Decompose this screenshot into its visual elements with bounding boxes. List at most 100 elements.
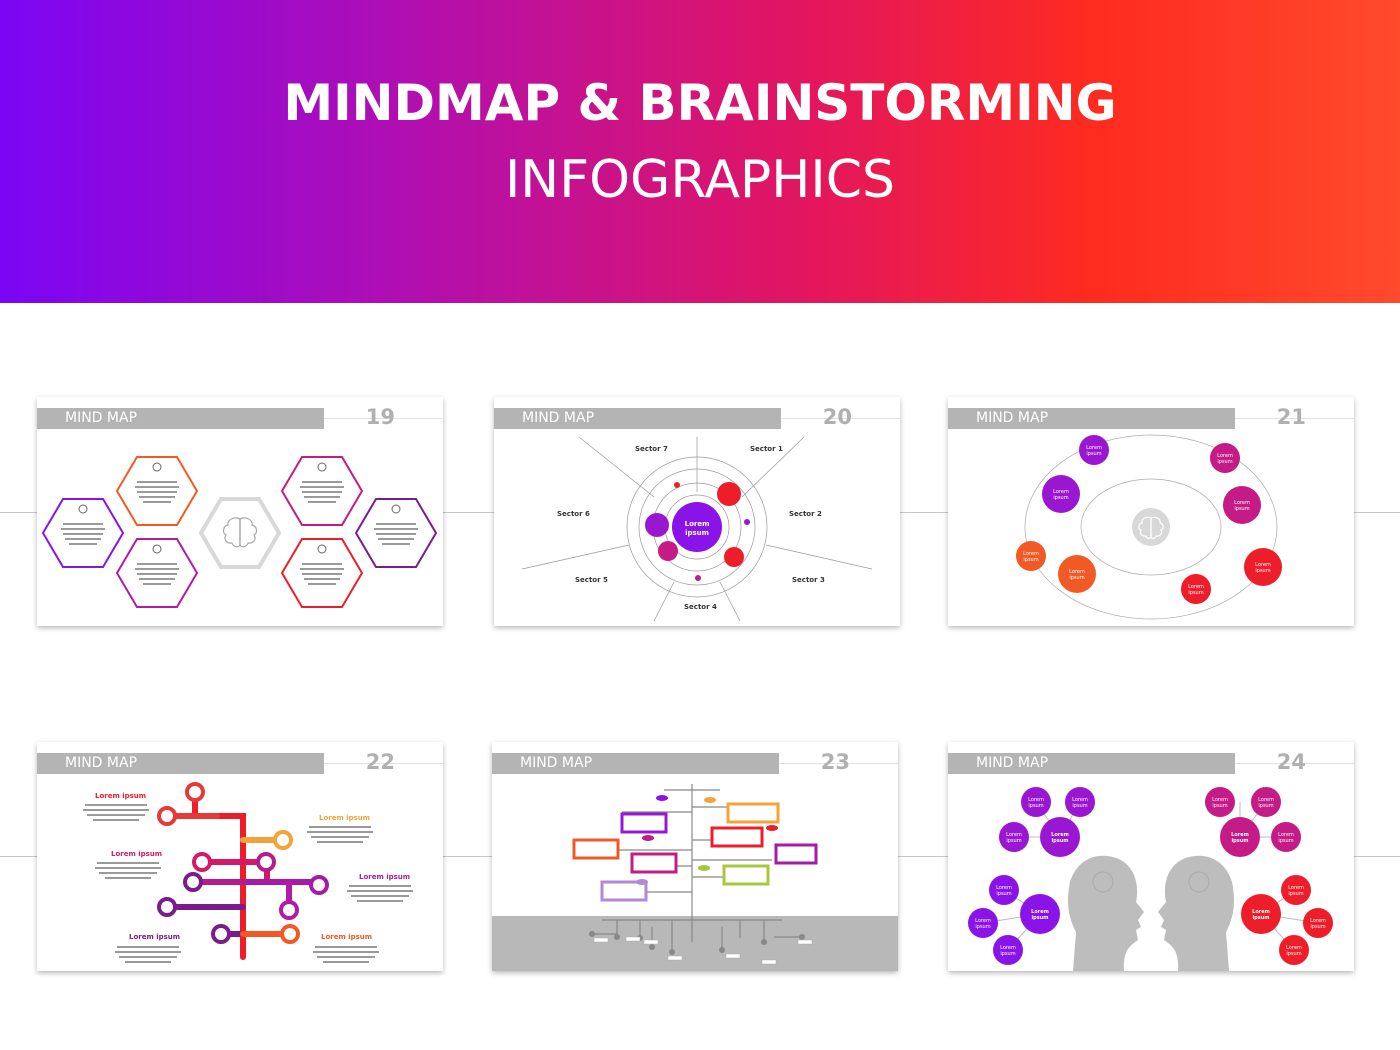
bubble-node	[1020, 894, 1060, 934]
center-node-label: Lorem ipsum	[684, 520, 710, 537]
branch-caption: Lorem ipsum	[321, 933, 373, 941]
bubble-label: Lorem ipsum	[1258, 797, 1274, 809]
bubble-label: Lorem ipsum	[1288, 885, 1304, 897]
tree-leaf-boxes	[572, 802, 818, 902]
node-purple-1	[645, 513, 669, 537]
orbit-node-label: Lorem ipsum	[1188, 584, 1204, 596]
branch-caption: Lorem ipsum	[111, 850, 163, 858]
slide-header: MIND MAP	[492, 753, 779, 774]
node-red-1	[717, 482, 741, 506]
brain-icon	[1138, 516, 1164, 539]
bubble-node	[999, 822, 1029, 852]
leaf-icons	[636, 795, 778, 885]
orbit-node-label: Lorem ipsum	[1234, 500, 1250, 512]
brain-icon	[222, 517, 258, 548]
slide-number: 24	[1276, 750, 1306, 774]
bubble-label: Lorem ipsum	[996, 885, 1012, 897]
branch-caption: Lorem ipsum	[129, 933, 181, 941]
center-node	[672, 502, 722, 552]
bubble-label: Lorem ipsum	[1310, 918, 1326, 930]
orbit-node-label: Lorem ipsum	[1086, 445, 1102, 457]
bubble-label: Lorem ipsum	[1031, 909, 1049, 921]
slide-thumbnail-23[interactable]: MIND MAP 23	[492, 742, 898, 971]
root-labels	[593, 936, 813, 965]
bubble-node	[1205, 787, 1235, 817]
bubble-label: Lorem ipsum	[1286, 945, 1302, 957]
brain-small-icon	[391, 504, 401, 514]
bubble-label: Lorem ipsum	[1231, 832, 1249, 844]
bubble-node	[989, 875, 1019, 905]
sector-radar-diagram	[521, 436, 873, 622]
bubble-label: Lorem ipsum	[1006, 832, 1022, 844]
slide-thumbnail-21[interactable]: MIND MAP 21 Lorem ipsum Lorem ipsum Lore…	[948, 397, 1354, 626]
slide-number: 23	[820, 750, 850, 774]
bubble-node	[1021, 787, 1051, 817]
bubble-node	[1251, 787, 1281, 817]
orbit-node	[1210, 443, 1240, 473]
sector-label: Sector 3	[792, 576, 825, 584]
bubble-label: Lorem ipsum	[1072, 797, 1088, 809]
bubble-node	[1220, 817, 1260, 857]
node-dot-2	[744, 519, 750, 525]
circuit-tree-diagram	[83, 782, 413, 963]
sector-label: Sector 7	[635, 445, 668, 453]
slide-number: 19	[365, 405, 395, 429]
bubble-label: Lorem ipsum	[1028, 797, 1044, 809]
bubble-node	[968, 908, 998, 938]
node-magenta-1	[658, 541, 678, 561]
bubble-node	[1040, 817, 1080, 857]
slide-header: MIND MAP	[948, 408, 1235, 429]
slide-number: 20	[822, 405, 852, 429]
hexagon-contents	[78, 462, 401, 554]
bubble-node	[1271, 822, 1301, 852]
bubble-label: Lorem ipsum	[975, 918, 991, 930]
bubble-node	[1281, 875, 1311, 905]
brain-icon	[1092, 871, 1210, 893]
bubble-label: Lorem ipsum	[1051, 832, 1069, 844]
orbit-node-label: Lorem ipsum	[1053, 489, 1069, 501]
sector-label: Sector 5	[575, 576, 608, 584]
orbit-node-label: Lorem ipsum	[1069, 569, 1085, 581]
branch-caption: Lorem ipsum	[359, 873, 411, 881]
slide-number: 21	[1276, 405, 1306, 429]
sector-label: Sector 2	[789, 510, 822, 518]
slide-number: 22	[365, 750, 395, 774]
bubble-node	[1303, 908, 1333, 938]
bubble-node	[1065, 787, 1095, 817]
branch	[199, 859, 270, 885]
node-dot-1	[674, 482, 680, 488]
ground	[492, 916, 898, 971]
hexagon-text-lines	[61, 481, 418, 585]
sector-label: Sector 6	[557, 510, 590, 518]
bubble-label: Lorem ipsum	[1278, 832, 1294, 844]
slide-thumbnail-22[interactable]: MIND MAP 22	[37, 742, 443, 971]
head-right-silhouette	[1158, 855, 1234, 971]
hexagon-mindmap-diagram	[41, 456, 438, 608]
header-banner: MINDMAP & BRAINSTORMING INFOGRAPHICS	[0, 0, 1400, 303]
slide-thumbnail-19[interactable]: MIND MAP 19	[37, 397, 443, 626]
slide-header: MIND MAP	[37, 753, 324, 774]
branch-caption: Lorem ipsum	[95, 792, 147, 800]
orbit-node	[1058, 555, 1096, 593]
brain-small-icon	[152, 462, 162, 472]
head-left-silhouette	[1068, 855, 1144, 971]
sector-label: Sector 1	[750, 445, 783, 453]
orbit-node-label: Lorem ipsum	[1217, 453, 1233, 465]
bubble-label: Lorem ipsum	[1252, 909, 1270, 921]
orbit-node-label: Lorem ipsum	[1255, 562, 1271, 574]
brain-small-icon	[317, 544, 327, 554]
orbit-node	[1181, 574, 1211, 604]
bubble-node	[993, 935, 1023, 965]
slide-header: MIND MAP	[948, 753, 1235, 774]
orbit-diagram	[1016, 434, 1282, 620]
orbit-node	[1016, 541, 1046, 571]
node-red-2	[724, 547, 744, 567]
brain-small-icon	[152, 544, 162, 554]
slide-thumbnail-20[interactable]: MIND MAP 20 Lorem ipsum Sector 7 Sector …	[494, 397, 900, 626]
tree-diagram	[492, 784, 898, 971]
sector-label: Sector 4	[684, 603, 717, 611]
orbit-node	[1223, 486, 1261, 524]
slide-thumbnail-24[interactable]: MIND MAP 24 Lorem ipsum Lorem ips	[948, 742, 1354, 971]
orbit-node	[1079, 435, 1109, 465]
bubble-label: Lorem ipsum	[1000, 945, 1016, 957]
